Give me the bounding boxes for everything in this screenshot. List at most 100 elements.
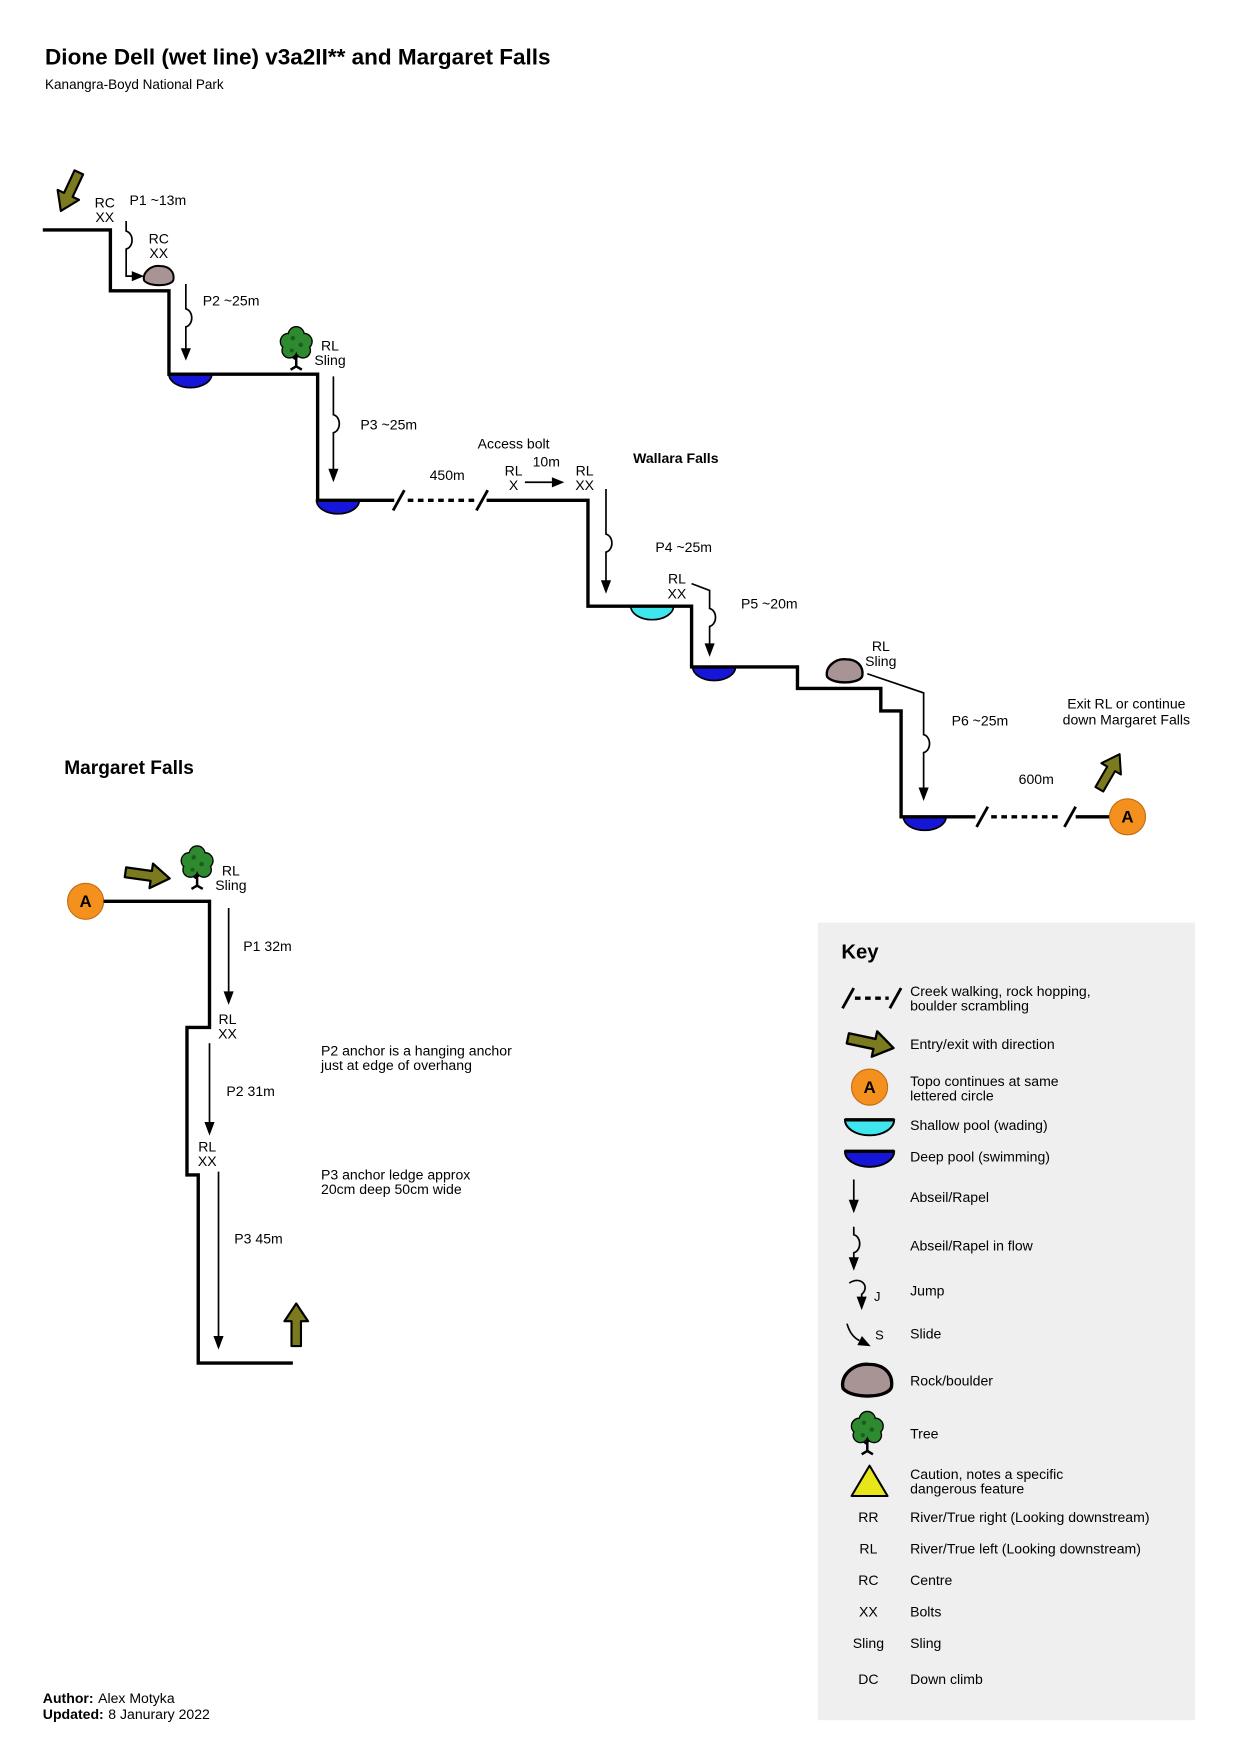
creek-walking-icon <box>841 987 903 1009</box>
p2-anchor-type: XX <box>149 245 168 261</box>
key-jump-symbol: J <box>874 1289 880 1304</box>
author-label: Author: <box>43 1690 94 1706</box>
abseil-in-flow-icon <box>848 1226 861 1271</box>
mf-p3-anchor-type: XX <box>198 1153 217 1169</box>
key-abseil-label: Abseil/Rapel <box>910 1189 989 1205</box>
p4-abseil-in-flow <box>605 489 613 582</box>
key-tree-label: Tree <box>910 1426 939 1442</box>
key-circle-line-1: Topo continues at same <box>910 1073 1059 1089</box>
wallara-falls-title: Wallara Falls <box>633 450 719 466</box>
mf-p3-note-line-1: P3 anchor ledge approx <box>321 1166 470 1182</box>
p3-abseil-in-flow <box>332 376 341 470</box>
legend-key: Key Creek walking, rock hopping, boulder… <box>817 922 1196 1721</box>
key-abbreviation-dc: DC <box>858 1671 878 1687</box>
p1-anchor-position: RC <box>95 194 115 210</box>
continuation-circle-icon <box>1108 798 1147 836</box>
mf-p2-anchor-position: RL <box>219 1011 237 1027</box>
p2-anchor-position: RC <box>149 230 169 246</box>
key-circle-line-2: lettered circle <box>910 1088 994 1104</box>
key-rock-label: Rock/boulder <box>910 1373 993 1389</box>
rock-icon <box>142 264 175 287</box>
key-abbreviation-rl-meaning: River/True left (Looking downstream) <box>910 1540 1141 1556</box>
key-jump-label: Jump <box>910 1283 945 1299</box>
margaret-falls-topo: Margaret Falls A RL Sling P1 32m RL XX P… <box>64 758 512 1365</box>
start-marker-letter: A <box>80 892 92 911</box>
p3-anchor-type: Sling <box>314 352 345 368</box>
key-slide-symbol: S <box>875 1327 884 1342</box>
dione-dell-trail-lower <box>486 498 976 819</box>
p2-arrowhead <box>180 348 191 361</box>
author-name: Alex Motyka <box>98 1690 175 1706</box>
p4-arrowhead <box>600 580 612 594</box>
margaret-falls-trail <box>103 899 293 1365</box>
page-subtitle: Kanangra-Boyd National Park <box>45 77 224 92</box>
key-background <box>817 922 1196 1721</box>
p3-arrowhead <box>328 468 339 483</box>
mf-p2-label: P2 31m <box>226 1083 274 1099</box>
key-deep-pool-label: Deep pool (swimming) <box>910 1148 1050 1164</box>
mf-p1-arrowhead <box>223 991 234 1005</box>
p6-anchor-type: Sling <box>865 653 896 669</box>
p3-anchor-position: RL <box>321 337 339 353</box>
p1-arrowhead <box>131 271 145 282</box>
p6-abseil-in-flow <box>867 672 931 789</box>
p5-abseil-in-flow <box>691 582 717 645</box>
shallow-pool-icon <box>629 605 675 621</box>
p6-arrowhead <box>918 787 929 802</box>
key-creek-walking-line-1: Creek walking, rock hopping, <box>910 983 1091 999</box>
exit-note-line-2: down Margaret Falls <box>1063 711 1190 727</box>
key-abbreviation-xx: XX <box>859 1604 878 1620</box>
mf-p1-anchor-position: RL <box>222 862 240 878</box>
updated-label: Updated: <box>43 1706 104 1722</box>
p5-arrowhead <box>704 643 715 657</box>
exit-arrow-icon <box>283 1302 310 1348</box>
updated-credit: Updated:8 Janurary 2022 <box>43 1706 210 1722</box>
entry-arrow-icon <box>122 858 173 892</box>
deep-pool-icon <box>315 499 361 515</box>
deep-pool-icon <box>691 666 737 682</box>
caution-icon <box>850 1464 889 1498</box>
deep-pool-icon <box>902 815 947 832</box>
p1-label: P1 ~13m <box>130 192 187 208</box>
mf-p3-anchor-position: RL <box>198 1138 216 1154</box>
exit-arrow-icon <box>1088 747 1131 796</box>
mf-p1-anchor-type: Sling <box>215 877 246 893</box>
mf-p3-arrowhead <box>213 1336 224 1350</box>
author-credit: Author:Alex Motyka <box>43 1690 175 1706</box>
key-abbreviation-rr-meaning: River/True right (Looking downstream) <box>910 1509 1149 1525</box>
key-abbreviation-rr: RR <box>858 1509 878 1525</box>
page-title: Dione Dell (wet line) v3a2II** and Marga… <box>45 44 551 69</box>
access-arrowhead <box>551 477 565 488</box>
rock-icon <box>840 1362 894 1398</box>
creek-walk-break-mark <box>475 489 489 512</box>
tree-icon <box>279 326 313 371</box>
key-abbreviation-xx-meaning: Bolts <box>910 1604 941 1620</box>
key-abbreviation-rl: RL <box>859 1540 877 1556</box>
key-abbreviation-sling-meaning: Sling <box>910 1635 941 1651</box>
mf-p3-label: P3 45m <box>234 1231 282 1247</box>
margaret-falls-title: Margaret Falls <box>64 758 194 779</box>
creek-walk-break-mark <box>1063 805 1077 828</box>
dione-dell-topo: A RC XX P1 ~13m RC XX P2 ~25m RL Sling P… <box>42 166 1190 836</box>
walk-2-distance: 600m <box>1019 771 1054 787</box>
p3-label: P3 ~25m <box>360 416 417 432</box>
p4-label: P4 ~25m <box>655 539 712 555</box>
continuation-circle-icon <box>850 1068 889 1106</box>
key-title: Key <box>841 942 879 964</box>
entry-arrow-icon <box>49 166 91 218</box>
key-abbreviation-rc: RC <box>858 1572 878 1588</box>
key-shallow-pool-label: Shallow pool (wading) <box>910 1117 1048 1133</box>
key-circle-letter: A <box>863 1078 875 1097</box>
creek-walk-break-mark <box>391 489 406 512</box>
key-abseil-in-flow-label: Abseil/Rapel in flow <box>910 1237 1034 1253</box>
tree-icon <box>180 845 214 891</box>
mf-p2-arrowhead <box>204 1122 215 1136</box>
continuation-marker-letter: A <box>1121 807 1133 826</box>
deep-pool-icon <box>168 373 213 389</box>
mf-p2-anchor-type: XX <box>218 1026 237 1042</box>
updated-date: 8 Janurary 2022 <box>108 1706 210 1722</box>
abseil-icon <box>848 1179 859 1214</box>
key-abbreviation-rc-meaning: Centre <box>910 1572 952 1588</box>
mf-p2-note-line-2: just at edge of overhang <box>320 1057 472 1073</box>
